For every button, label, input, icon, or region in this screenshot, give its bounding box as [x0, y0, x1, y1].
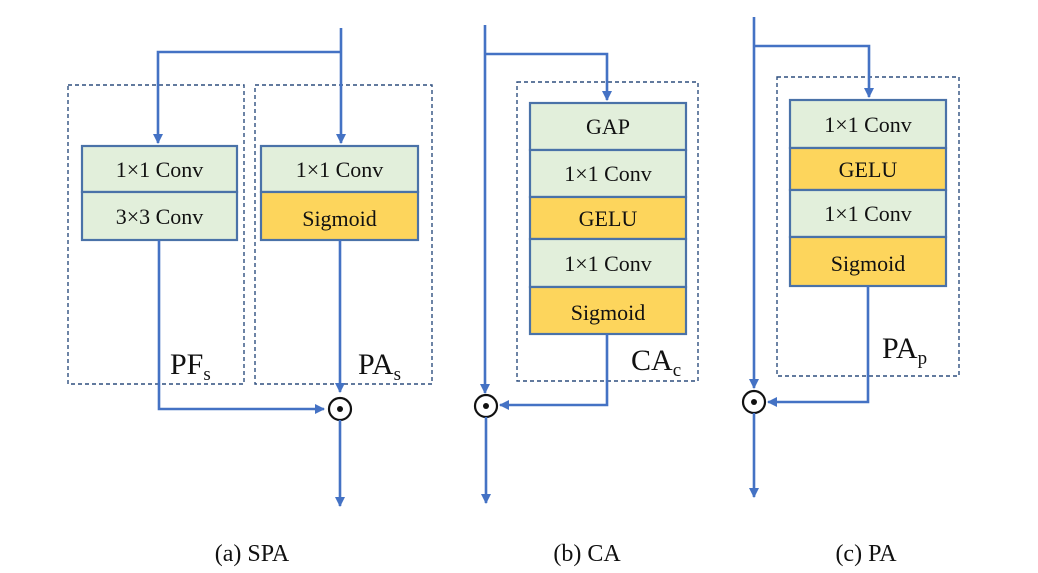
- pa-s-block-2: Sigmoid: [259, 190, 420, 242]
- spa-multiply-icon: [327, 396, 353, 422]
- caption-ca: (b) CA: [553, 541, 621, 567]
- ca-block-5-label: Sigmoid: [571, 300, 646, 325]
- pa-multiply-icon: [741, 389, 767, 415]
- pa-block-4: Sigmoid: [788, 235, 948, 288]
- pa-s-block-2-label: Sigmoid: [302, 206, 377, 231]
- pa-s-block-1-label: 1×1 Conv: [296, 157, 384, 182]
- pa-block-3-label: 1×1 Conv: [824, 201, 912, 226]
- pa-p-label: PAp: [882, 332, 927, 369]
- ca-block-2: 1×1 Conv: [528, 148, 688, 199]
- pa-block-2: GELU: [788, 146, 948, 192]
- ca-block-5: Sigmoid: [528, 285, 688, 336]
- pf-block-1: 1×1 Conv: [80, 144, 239, 194]
- pf-output-arrow: [157, 240, 325, 414]
- ca-block-4-label: 1×1 Conv: [564, 251, 652, 276]
- pa-block-1: 1×1 Conv: [788, 98, 948, 150]
- pf-s-label: PFs: [170, 348, 211, 385]
- ca-branch-arrow: [485, 52, 612, 101]
- pf-block-1-label: 1×1 Conv: [116, 157, 204, 182]
- panel-pa: 1×1 Conv GELU 1×1 Conv Sigmoid PAp (c) P…: [741, 17, 960, 567]
- caption-pa: (c) PA: [835, 541, 897, 567]
- pa-block-2-label: GELU: [839, 157, 898, 182]
- ca-block-1-label: GAP: [586, 114, 630, 139]
- pf-block-2-label: 3×3 Conv: [116, 204, 204, 229]
- ca-block-3: GELU: [528, 195, 688, 241]
- pa-s-block-1: 1×1 Conv: [259, 144, 420, 194]
- panel-spa: 1×1 Conv 3×3 Conv 1×1 Conv Sigmoid PFs P…: [67, 28, 433, 567]
- ca-block-2-label: 1×1 Conv: [564, 161, 652, 186]
- ca-multiply-icon: [473, 393, 499, 419]
- ca-block-3-label: GELU: [579, 206, 638, 231]
- caption-spa: (a) SPA: [215, 541, 290, 567]
- ca-c-label: CAc: [631, 344, 681, 381]
- pf-block-2: 3×3 Conv: [80, 190, 239, 242]
- pa-s-label: PAs: [358, 348, 401, 385]
- ca-output-to-multiply-arrow: [499, 334, 609, 410]
- panel-ca: GAP 1×1 Conv GELU 1×1 Conv Sigmoid CAc (…: [473, 25, 699, 567]
- ca-block-1: GAP: [528, 101, 688, 152]
- spa-branch-arrow: [153, 50, 341, 144]
- pa-block-4-label: Sigmoid: [831, 251, 906, 276]
- pf-region-box: [67, 84, 245, 385]
- pa-branch-arrow: [754, 44, 874, 98]
- ca-block-4: 1×1 Conv: [528, 237, 688, 289]
- pa-block-1-label: 1×1 Conv: [824, 112, 912, 137]
- pa-output-to-multiply-arrow: [767, 286, 870, 407]
- pa-block-3: 1×1 Conv: [788, 188, 948, 239]
